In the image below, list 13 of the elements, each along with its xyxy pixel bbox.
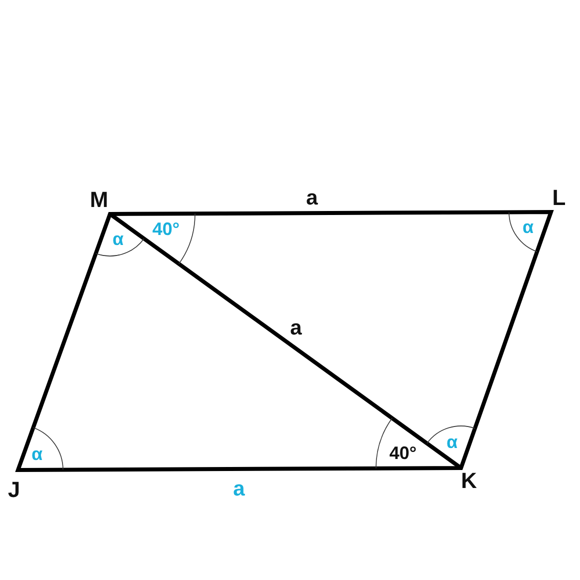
- vertex-label: M: [90, 189, 108, 211]
- side-label: a: [290, 318, 302, 338]
- angle-label: α: [446, 433, 458, 451]
- side-label: a: [306, 188, 318, 208]
- side-label: a: [233, 478, 245, 500]
- angle-label: α: [522, 218, 534, 236]
- angle-label: α: [31, 445, 43, 463]
- angle-label: 40°: [152, 220, 180, 238]
- vertex-label: K: [461, 470, 477, 492]
- angle-label: 40°: [389, 444, 417, 462]
- vertex-label: J: [8, 479, 20, 501]
- vertex-label: L: [552, 187, 566, 209]
- angle-label: α: [112, 230, 124, 248]
